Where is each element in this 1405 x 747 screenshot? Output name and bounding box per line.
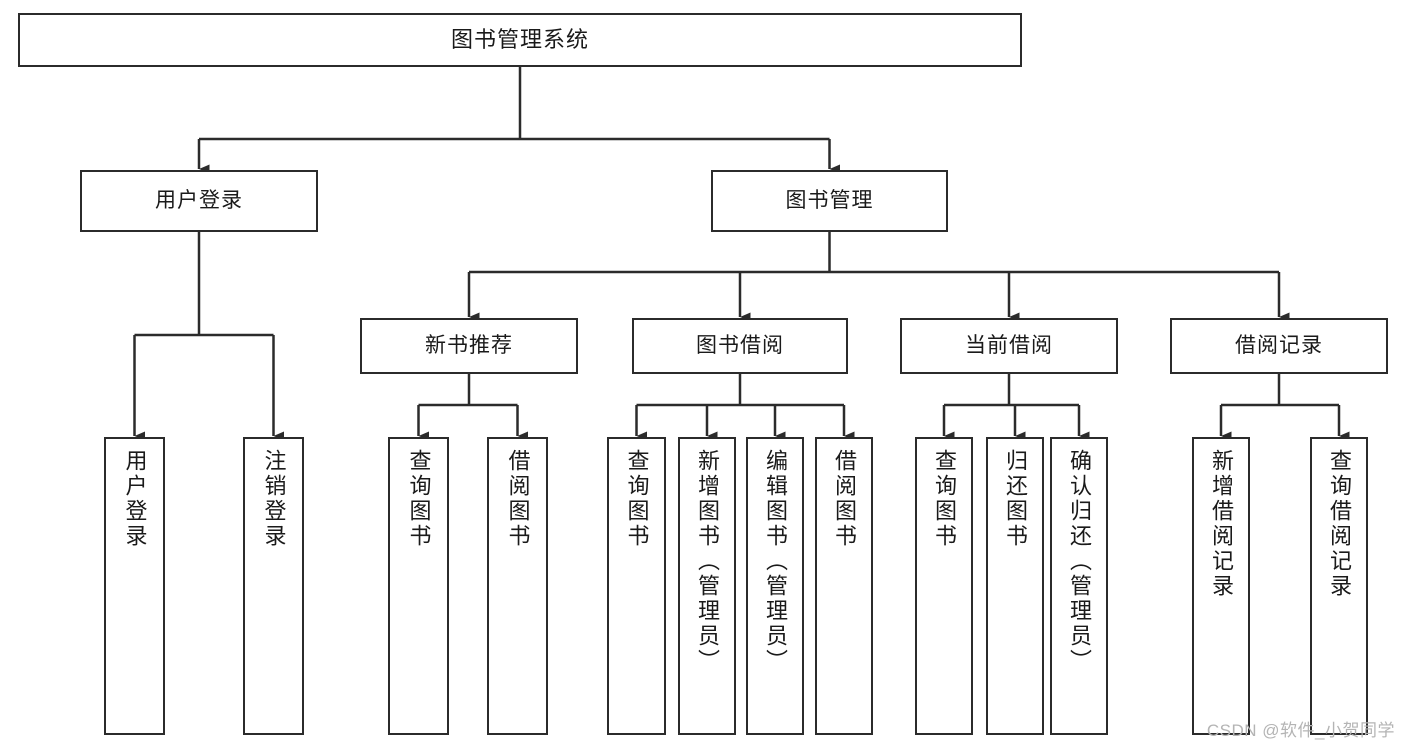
node-new-book-rec[interactable]: 新书推荐 xyxy=(360,318,578,374)
node-l-br-query[interactable]: 查询借阅记录 xyxy=(1310,437,1368,735)
node-label: 当前借阅 xyxy=(965,333,1053,357)
node-label: 注销登录 xyxy=(261,449,287,549)
node-label: 查询借阅记录 xyxy=(1327,449,1352,599)
node-l-cb-query[interactable]: 查询图书 xyxy=(915,437,973,735)
node-label: 新增图书（管理员） xyxy=(695,449,720,674)
node-l-cb-confirm[interactable]: 确认归还（管理员） xyxy=(1050,437,1108,735)
node-label: 用户登录 xyxy=(155,188,243,212)
node-l-br-add[interactable]: 新增借阅记录 xyxy=(1192,437,1250,735)
node-label: 新书推荐 xyxy=(425,333,513,357)
node-label: 查询图书 xyxy=(624,449,650,549)
node-label: 图书借阅 xyxy=(696,333,784,357)
node-l-bb-add[interactable]: 新增图书（管理员） xyxy=(678,437,736,735)
node-l-bb-borrow[interactable]: 借阅图书 xyxy=(815,437,873,735)
node-label: 查询图书 xyxy=(932,449,957,549)
node-label: 编辑图书（管理员） xyxy=(763,449,788,674)
node-root[interactable]: 图书管理系统 xyxy=(18,13,1022,67)
node-l-logout[interactable]: 注销登录 xyxy=(243,437,304,735)
node-label: 归还图书 xyxy=(1003,449,1028,549)
node-l-rec-query[interactable]: 查询图书 xyxy=(388,437,449,735)
node-book-mgmt[interactable]: 图书管理 xyxy=(711,170,948,232)
node-l-rec-borrow[interactable]: 借阅图书 xyxy=(487,437,548,735)
node-label: 借阅图书 xyxy=(832,449,857,549)
node-label: 借阅记录 xyxy=(1235,333,1323,357)
node-cur-borrow[interactable]: 当前借阅 xyxy=(900,318,1118,374)
node-user-login[interactable]: 用户登录 xyxy=(80,170,318,232)
node-label: 用户登录 xyxy=(122,449,148,549)
node-borrow-rec[interactable]: 借阅记录 xyxy=(1170,318,1388,374)
node-l-bb-query[interactable]: 查询图书 xyxy=(607,437,666,735)
node-label: 新增借阅记录 xyxy=(1209,449,1234,599)
node-book-borrow[interactable]: 图书借阅 xyxy=(632,318,848,374)
node-l-cb-return[interactable]: 归还图书 xyxy=(986,437,1044,735)
node-l-bb-edit[interactable]: 编辑图书（管理员） xyxy=(746,437,804,735)
node-label: 图书管理 xyxy=(785,188,874,212)
node-label: 查询图书 xyxy=(406,449,432,549)
watermark: CSDN @软件_小贺同学 xyxy=(1206,721,1395,740)
node-label: 借阅图书 xyxy=(505,449,531,549)
node-label: 图书管理系统 xyxy=(450,27,589,53)
node-l-user-login[interactable]: 用户登录 xyxy=(104,437,165,735)
node-label: 确认归还（管理员） xyxy=(1067,449,1092,674)
